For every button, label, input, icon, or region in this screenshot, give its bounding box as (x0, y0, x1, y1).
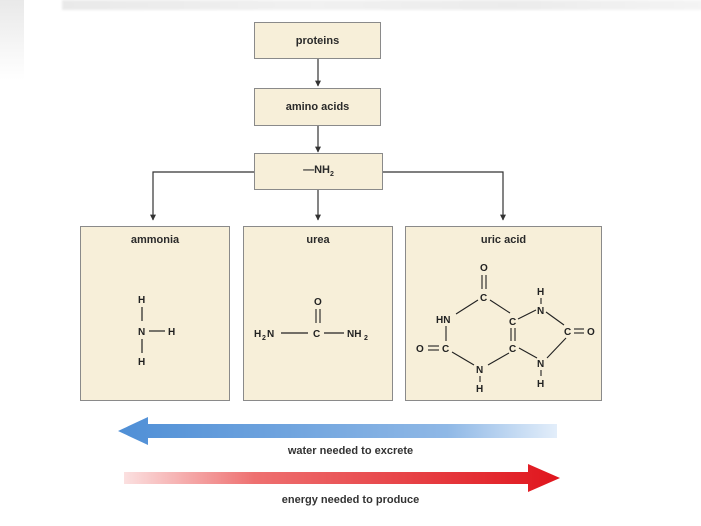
svg-text:H: H (254, 329, 261, 340)
svg-text:C: C (442, 344, 449, 355)
svg-text:2: 2 (364, 335, 368, 342)
svg-text:N: N (267, 329, 274, 340)
svg-text:O: O (587, 327, 595, 338)
svg-text:NH: NH (347, 329, 361, 340)
svg-text:H: H (168, 327, 175, 338)
svg-text:HN: HN (436, 315, 450, 326)
svg-text:H: H (138, 357, 145, 368)
urea-title: urea (306, 234, 330, 246)
svg-text:O: O (416, 344, 424, 355)
water-arrow-label: water needed to excrete (287, 445, 414, 457)
svg-text:H: H (537, 287, 544, 298)
uric-acid-structure: O C HN H N C C O C C (416, 263, 595, 395)
svg-text:H: H (476, 384, 483, 395)
svg-text:C: C (509, 344, 516, 355)
amino-acids-label: amino acids (285, 101, 350, 113)
energy-arrow (124, 464, 560, 492)
svg-text:N: N (537, 306, 544, 317)
amine-group-box: —NH2 (254, 153, 383, 190)
svg-text:C: C (564, 327, 571, 338)
uric-acid-title: uric acid (480, 234, 527, 246)
proteins-box: proteins (254, 22, 381, 59)
svg-text:N: N (138, 327, 145, 338)
svg-text:C: C (509, 317, 516, 328)
ammonia-structure: H N H H (138, 295, 175, 368)
svg-text:C: C (480, 293, 487, 304)
svg-text:O: O (480, 263, 488, 274)
svg-text:C: C (313, 329, 320, 340)
urea-panel: urea O H 2 N C NH 2 (243, 226, 393, 401)
svg-text:2: 2 (262, 335, 266, 342)
uric-acid-panel: uric acid O C HN H N C C O (405, 226, 602, 401)
amine-group-label: —NH2 (303, 164, 334, 179)
proteins-label: proteins (295, 34, 340, 47)
ammonia-title: ammonia (130, 234, 180, 246)
urea-structure: O H 2 N C NH 2 (254, 297, 368, 342)
cropped-caption-text (62, 0, 701, 10)
ammonia-panel: ammonia H N H H (80, 226, 230, 401)
svg-text:N: N (537, 359, 544, 370)
svg-text:H: H (138, 295, 145, 306)
left-edge-shadow (0, 0, 24, 80)
amino-acids-box: amino acids (254, 88, 381, 126)
svg-text:H: H (537, 379, 544, 390)
svg-text:N: N (476, 365, 483, 376)
water-arrow (118, 417, 557, 445)
energy-arrow-label: energy needed to produce (281, 494, 420, 506)
svg-text:O: O (314, 297, 322, 308)
arrow-amine-to-ammonia (150, 171, 254, 221)
arrow-amine-to-uric-acid (383, 171, 506, 221)
